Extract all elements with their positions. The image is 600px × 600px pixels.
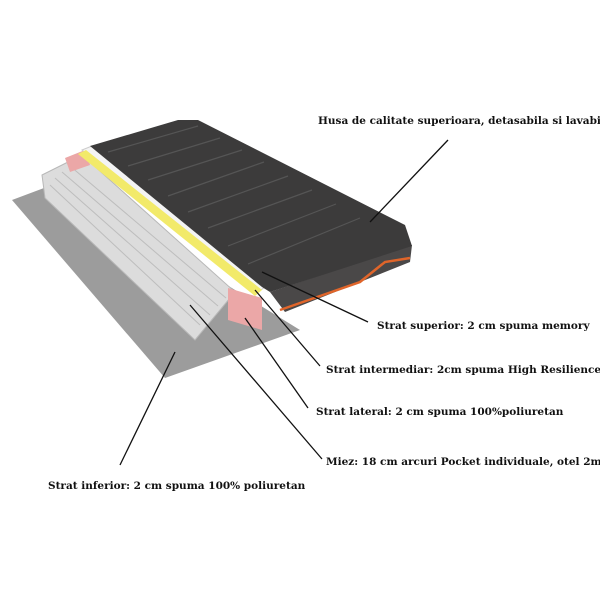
side-foam-block-front	[228, 288, 262, 330]
leader-side-layer	[244, 317, 309, 409]
label-middle-layer: Strat intermediar: 2cm spuma High Resili…	[326, 364, 600, 376]
cover-quilting	[107, 125, 361, 265]
label-cover: Husa de calitate superioara, detasabila …	[318, 115, 600, 127]
cover-top	[90, 120, 412, 292]
leader-middle-layer	[254, 289, 321, 367]
label-top-layer: Strat superior: 2 cm spuma memory	[377, 320, 590, 332]
leader-cover	[369, 139, 449, 223]
label-side-layer: Strat lateral: 2 cm spuma 100%poliuretan	[316, 406, 564, 418]
leader-lines	[119, 139, 449, 466]
memory-foam-layer	[78, 150, 262, 296]
cover-accent-stripe	[279, 256, 411, 312]
label-bottom-layer: Strat inferior: 2 cm spuma 100% poliuret…	[48, 480, 306, 492]
label-core: Miez: 18 cm arcuri Pocket individuale, o…	[326, 456, 600, 468]
leader-bottom-layer	[119, 351, 176, 466]
spring-pattern	[49, 165, 227, 326]
leader-core	[189, 304, 323, 460]
leader-top-layer	[261, 271, 369, 323]
cover-side	[270, 245, 412, 312]
